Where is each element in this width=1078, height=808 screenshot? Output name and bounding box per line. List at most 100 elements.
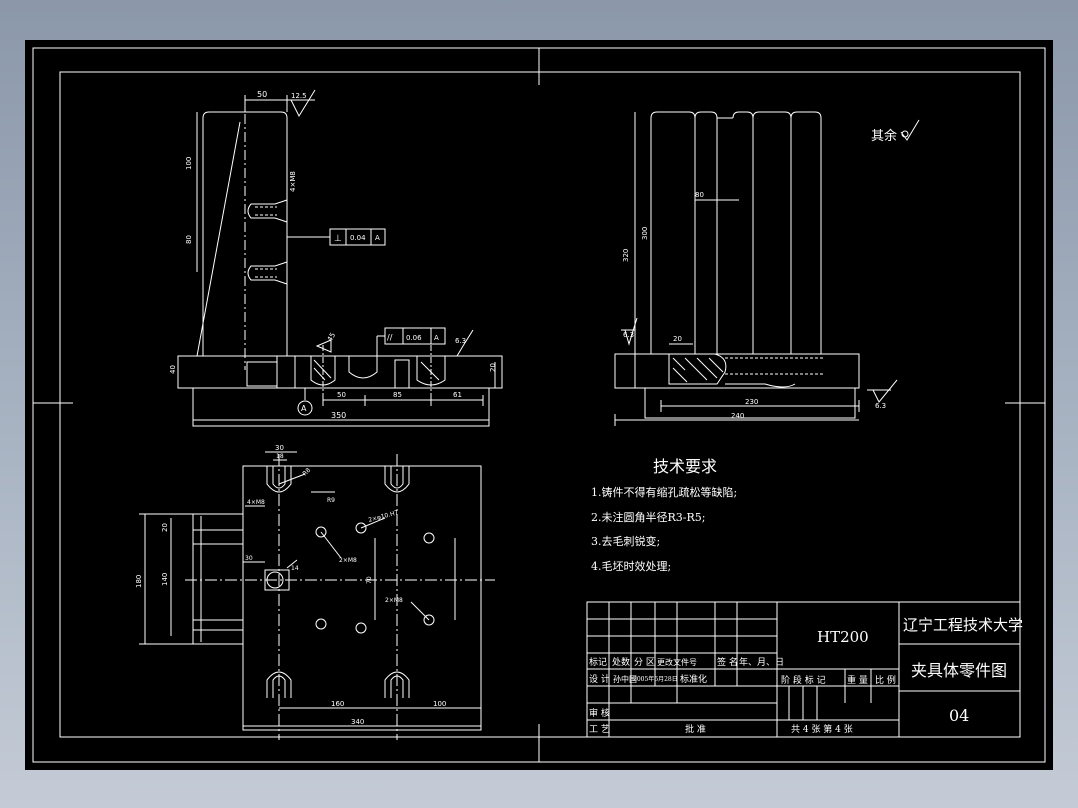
rev-header-zone: 分 区 <box>634 657 655 668</box>
dim-front-base-height: 40 <box>169 365 177 374</box>
dim-front-span-a: 50 <box>337 391 346 399</box>
roughness-seat-symbol <box>445 329 475 357</box>
dim-front-top-width: 50 <box>257 90 267 99</box>
scale-label: 比 例 <box>875 674 896 686</box>
roughness-top-value: 12.5 <box>291 92 307 100</box>
dim-side-height-inner: 300 <box>641 227 649 240</box>
roughness-general-label: 其余 <box>871 128 897 144</box>
material-label: HT200 <box>817 628 869 646</box>
tech-item-1: 1.铸件不得有缩孔疏松等缺陷; <box>591 485 737 499</box>
dim-top-bottom-a: 160 <box>331 700 344 708</box>
dim-side-overall-depth: 240 <box>731 412 744 420</box>
design-date: 2005年6月28日 <box>633 675 678 683</box>
front-base-slot <box>246 361 278 387</box>
rev-header-date: 年、月、日 <box>739 656 784 668</box>
dim-top-width: R9 <box>327 497 335 504</box>
tech-item-4: 4.毛坯时效处理; <box>591 559 671 573</box>
front-counterbore-2 <box>348 356 378 379</box>
stage-mark-label: 阶 段 标 记 <box>781 674 826 686</box>
roughness-seat-value: 6.3 <box>455 337 466 345</box>
roughness-side-value: 6.3 <box>623 331 634 339</box>
dim-front-span-c: 61 <box>453 391 462 399</box>
tech-item-3: 3.去毛刺锐变; <box>591 534 660 548</box>
rev-header-sign: 签 名 <box>717 656 738 668</box>
top-hole-3 <box>423 532 435 544</box>
side-view: 320 300 80 20 6.3 230 240 6.3 其余 <box>614 111 920 426</box>
top-hole-5 <box>355 622 367 634</box>
sheets-label: 共 4 张 第 4 张 <box>791 723 853 735</box>
dim-front-thread: 4×M8 <box>289 171 297 192</box>
dim-top-height-b: 140 <box>161 573 169 586</box>
roughness-general-symbol <box>900 119 920 141</box>
top-hole-4 <box>315 618 327 630</box>
tolerance-perp-value: 0.04 <box>350 234 366 242</box>
side-bottom-groove <box>725 383 796 388</box>
tolerance-parallel-datum: A <box>434 334 439 342</box>
roughness-right-symbol <box>867 379 898 403</box>
dim-top-small-depth: 14 <box>291 565 299 572</box>
tech-item-2: 2.未注圆角半径R3-R5; <box>591 510 705 524</box>
rev-header-count: 处数 <box>612 656 630 668</box>
dim-top-height-c: 180 <box>135 575 143 588</box>
top-hole-1 <box>315 526 327 538</box>
rev-header-mark: 标记 <box>589 656 607 668</box>
dim-top-slot-radius: R8 <box>301 467 312 478</box>
dim-top-slot-inner: 18 <box>276 453 284 460</box>
dim-top-inner-span: 30 <box>245 555 253 562</box>
cad-drawing: 50 12.5 100 80 4×M8 ⊥ 0.04 A // 0.06 A 4… <box>32 47 1046 763</box>
top-hole-2 <box>355 522 367 534</box>
weight-label: 重 量 <box>847 674 868 686</box>
dim-front-right-height: 20 <box>489 363 497 372</box>
top-slot-1 <box>266 466 292 493</box>
datum-a-label: A <box>301 404 307 413</box>
front-counterbore-3 <box>394 359 410 389</box>
top-left-lug <box>192 513 244 645</box>
angle-arrow <box>315 339 332 353</box>
dim-side-slot: 20 <box>673 335 682 343</box>
title-block: 标记 处数 分 区 更改文件号 签 名 年、月、日 设 计 孙中国 2005年6… <box>586 601 1023 738</box>
drawing-sheet: 50 12.5 100 80 4×M8 ⊥ 0.04 A // 0.06 A 4… <box>25 40 1053 770</box>
outer-border <box>32 47 1046 763</box>
tolerance-perp-datum: A <box>375 234 380 242</box>
designer-name: 孙中国 <box>613 674 637 684</box>
drawing-number: 04 <box>949 706 969 725</box>
side-lower-plate <box>644 387 856 419</box>
front-threaded-hole-upper <box>247 199 288 223</box>
top-hole-6 <box>423 614 435 626</box>
dim-side-base-depth: 230 <box>745 398 758 406</box>
side-column-5 <box>790 111 822 354</box>
dim-side-offset: 80 <box>695 191 704 199</box>
dim-front-angle: 45 <box>326 331 337 343</box>
dim-side-height-total: 320 <box>622 249 630 262</box>
front-base <box>177 355 503 389</box>
approve-label: 批 准 <box>685 723 706 735</box>
dim-top-tapped-a: 2×M8 <box>339 557 357 564</box>
drawing-name: 夹具体零件图 <box>911 661 1007 680</box>
review-label: 审 核 <box>589 707 610 719</box>
roughness-top-symbol <box>287 89 316 118</box>
front-threaded-hole-lower <box>247 261 288 285</box>
dim-top-right-span: 70 <box>366 576 373 584</box>
side-base <box>614 353 860 389</box>
dim-front-span-b: 85 <box>393 391 402 399</box>
top-view: 30 18 R8 R9 4×M8 180 140 20 30 14 2×φ10.… <box>135 444 495 740</box>
process-label: 工 艺 <box>589 724 610 735</box>
top-slot-2 <box>384 466 410 493</box>
tolerance-parallel-symbol: // <box>387 333 393 342</box>
dim-front-hole-spacing: 80 <box>185 235 193 244</box>
dim-top-counterbore: 4×M8 <box>247 499 265 506</box>
tech-requirements: 技术要求 1.铸件不得有缩孔疏松等缺陷; 2.未注圆角半径R3-R5; 3.去毛… <box>591 457 737 573</box>
tolerance-perp-symbol: ⊥ <box>334 234 342 244</box>
dim-top-bottom-b: 100 <box>433 700 446 708</box>
front-base-step <box>276 355 296 389</box>
side-column-4 <box>752 111 792 354</box>
side-column-2 <box>694 111 718 354</box>
roughness-right-value: 6.3 <box>875 402 886 410</box>
tech-heading: 技术要求 <box>653 457 717 476</box>
dim-top-tapped-b: 2×M8 <box>385 597 403 604</box>
inner-border <box>59 71 1021 738</box>
rev-header-doc: 更改文件号 <box>657 657 697 667</box>
dim-top-height-a: 20 <box>161 523 169 532</box>
side-column-1 <box>650 111 696 354</box>
side-column-3 <box>732 111 754 354</box>
